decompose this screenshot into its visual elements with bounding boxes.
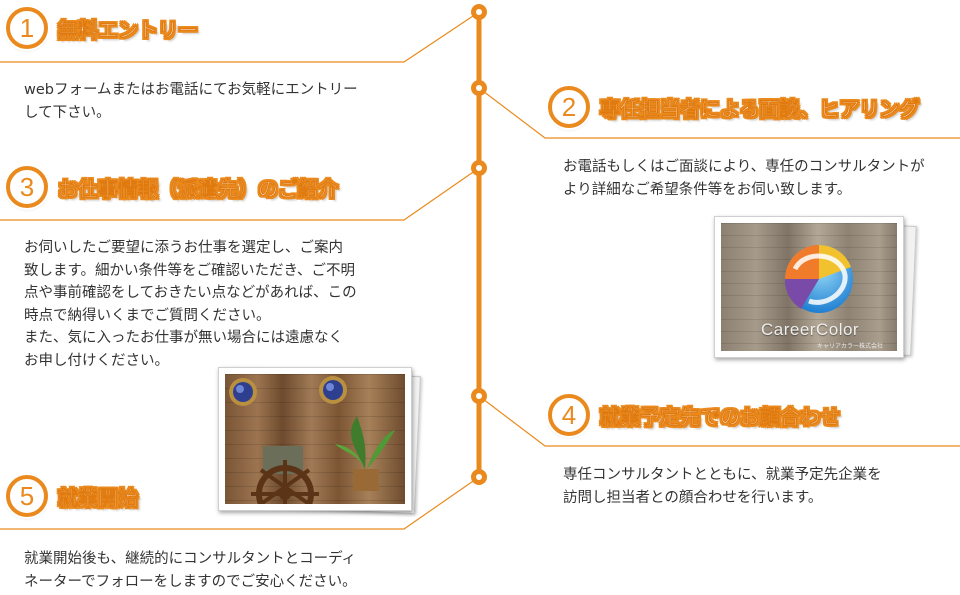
timeline-node-3 — [471, 160, 487, 176]
connector-step-3 — [0, 167, 480, 221]
step-1-text: webフォームまたはお電話にてお気軽にエントリー して下さい。 — [24, 82, 358, 121]
step-1-title: 無料エントリー — [58, 17, 199, 42]
connector-step-5 — [0, 476, 480, 530]
step-3-number: 3 — [6, 166, 48, 208]
step-5-title: 就業開始 — [58, 485, 139, 510]
office-photo — [218, 367, 412, 511]
step-3-text: お伺いしたご要望に添うお仕事を選定し、ご案内 致します。細かい条件等をご確認いた… — [24, 240, 357, 369]
logo-photo-image: CareerColor キャリアカラー株式会社 — [721, 223, 897, 351]
timeline-node-4 — [471, 388, 487, 404]
step-5-header: 5 就業開始 — [6, 475, 138, 517]
step-2-text: お電話もしくはご面談により、専任のコンサルタントが より詳細なご希望条件等をお伺… — [563, 159, 925, 198]
step-5-number: 5 — [6, 475, 48, 517]
careercolor-logo-icon — [784, 244, 853, 313]
step-5-text: 就業開始後も、継続的にコンサルタントとコーディ ネーターでフォローをしますのでご… — [24, 551, 357, 590]
step-4-header: 4 就業予定先でのお顔合わせ — [548, 394, 840, 436]
step-2-header: 2 専任担当者による面談、ヒアリング — [548, 86, 920, 128]
step-4-number: 4 — [548, 394, 590, 436]
timeline-node-2 — [471, 80, 487, 96]
timeline-node-5 — [471, 469, 487, 485]
connector-step-1 — [0, 11, 480, 63]
office-scene-icon — [229, 376, 395, 504]
logo-photo: CareerColor キャリアカラー株式会社 — [714, 216, 904, 358]
step-4-text: 専任コンサルタントとともに、就業予定先企業を 訪問し担当者との顔合わせを行います… — [563, 467, 882, 506]
connector-step-2 — [478, 87, 960, 139]
office-photo-image — [225, 374, 405, 504]
timeline-node-1 — [471, 4, 487, 20]
step-2-number: 2 — [548, 86, 590, 128]
logo-subtitle: キャリアカラー株式会社 — [817, 343, 884, 350]
step-3-title: お仕事情報（派遣先）のご紹介 — [58, 176, 339, 201]
connector-step-4 — [478, 395, 960, 447]
logo-name: CareerColor — [761, 320, 860, 339]
step-4-title: 就業予定先でのお顔合わせ — [600, 404, 841, 429]
step-3-header: 3 お仕事情報（派遣先）のご紹介 — [6, 166, 338, 208]
step-1-number: 1 — [6, 7, 48, 49]
step-1-header: 1 無料エントリー — [6, 7, 198, 49]
step-2-title: 専任担当者による面談、ヒアリング — [600, 96, 920, 121]
